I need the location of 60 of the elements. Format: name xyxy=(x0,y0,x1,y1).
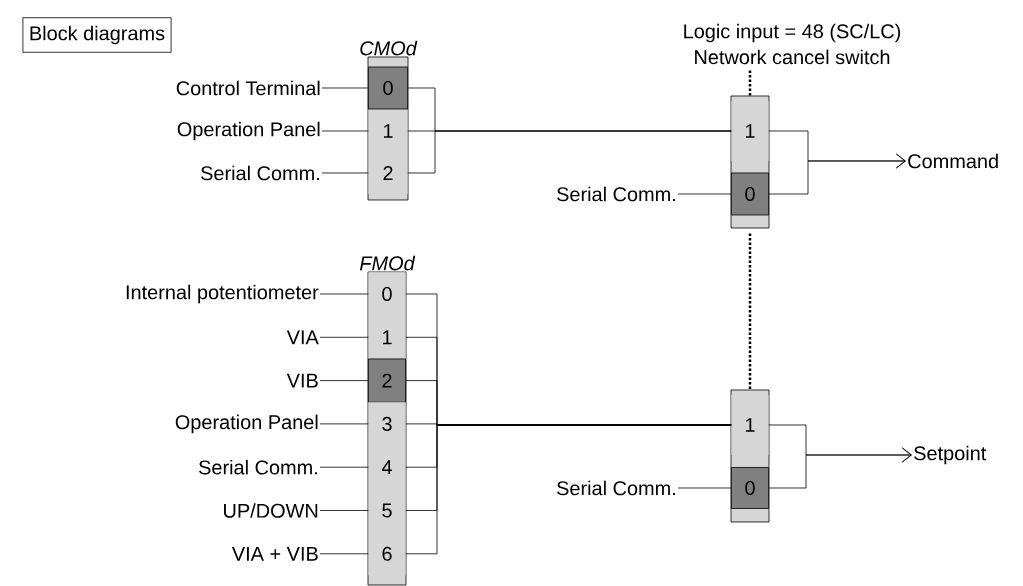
input-label: VIA + VIB xyxy=(231,546,318,561)
switch-position: 5 xyxy=(368,488,406,533)
node-label: 1 xyxy=(383,124,393,138)
signal-line xyxy=(321,87,369,89)
signal-line xyxy=(321,172,369,174)
output-label: Setpoint xyxy=(914,445,987,465)
node-label: 0 xyxy=(382,286,392,302)
switch-position: 0 xyxy=(731,172,769,216)
switch-position: 3 xyxy=(368,402,406,446)
node-label: 4 xyxy=(381,460,392,475)
input-label: Serial Comm. xyxy=(199,459,317,475)
input-label: Serial Comm. xyxy=(557,480,675,496)
input-label: Control Terminal xyxy=(176,80,320,96)
signal-line xyxy=(319,293,369,295)
switch-position: 2 xyxy=(368,152,408,194)
node-label: 1 xyxy=(745,418,755,432)
dotted-link xyxy=(748,233,752,390)
switch-position: 1 xyxy=(731,101,769,161)
switch-position: 1 xyxy=(731,395,769,455)
switch-position: 6 xyxy=(368,532,406,576)
switch-label: Logic input = 48 (SC/LC) Network cancel switch xyxy=(684,23,901,65)
signal-line xyxy=(319,423,369,425)
node-label: 1 xyxy=(745,124,755,138)
signal-line xyxy=(319,466,369,468)
input-label: Serial Comm. xyxy=(201,165,319,181)
switch-position: 2 xyxy=(368,358,406,403)
node-label: 3 xyxy=(382,416,392,431)
signal-line xyxy=(677,487,732,489)
signal-line xyxy=(319,553,369,555)
node-label: 6 xyxy=(382,546,392,561)
switch-position: 0 xyxy=(368,272,406,316)
signal-line xyxy=(319,336,369,338)
signal-line xyxy=(677,193,732,195)
signal-line xyxy=(405,424,732,555)
input-label: Operation Panel xyxy=(175,414,318,434)
title-box: Block diagrams xyxy=(22,17,172,53)
node-label: 5 xyxy=(382,503,392,518)
input-label: UP/DOWN xyxy=(224,503,318,518)
node-label: FMOd xyxy=(359,255,416,271)
signal-line xyxy=(321,130,369,132)
input-label: Operation Panel xyxy=(177,121,320,141)
input-label: Internal potentiometer xyxy=(126,284,319,304)
input-label: Serial Comm. xyxy=(557,186,675,202)
switch-position: 4 xyxy=(368,445,406,489)
node-label: CMOd xyxy=(360,40,418,56)
signal-line xyxy=(407,130,732,174)
switch-position: 0 xyxy=(368,66,408,110)
switch-position: 0 xyxy=(731,467,769,509)
node-label: 1 xyxy=(382,330,392,345)
node-label: 2 xyxy=(383,166,393,180)
input-label: VIB xyxy=(286,373,318,388)
output-label: Command xyxy=(908,153,998,169)
switch-position: 1 xyxy=(368,110,408,152)
arrow xyxy=(768,447,912,489)
arrow xyxy=(768,153,906,195)
input-label: VIA xyxy=(286,330,319,345)
signal-line xyxy=(319,380,369,381)
signal-line xyxy=(319,510,369,511)
switch-position: 1 xyxy=(368,315,406,359)
dotted-link xyxy=(748,70,752,96)
